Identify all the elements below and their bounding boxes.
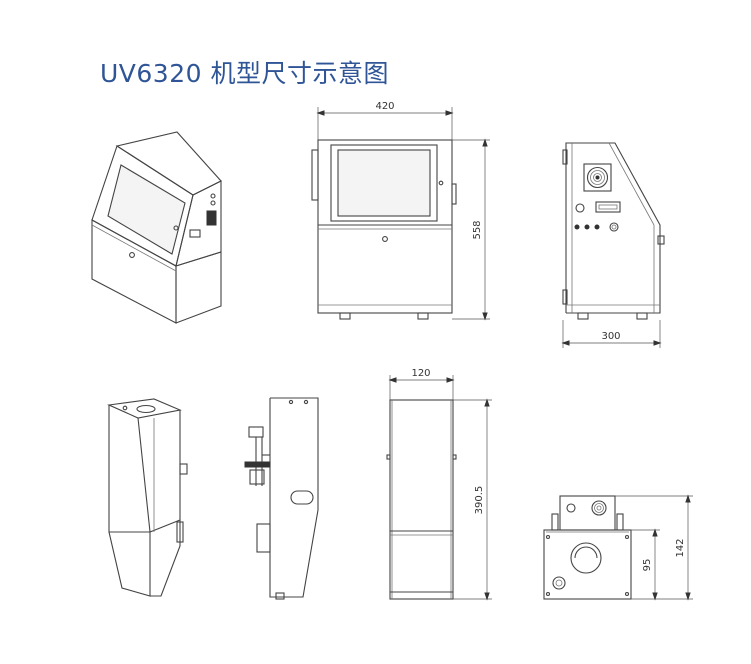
cabinet-isometric-view — [91, 131, 222, 324]
cabinet-side-view: 300 — [561, 142, 665, 348]
page-title: UV6320 机型尺寸示意图 — [100, 59, 389, 88]
fan-icon — [595, 175, 600, 180]
cabinet-front-view: 420 558 — [311, 101, 490, 321]
dim-main-depth: 300 — [601, 331, 620, 342]
printhead-isometric-view — [107, 398, 188, 597]
connector-icon — [206, 210, 217, 226]
dim-main-width: 420 — [375, 101, 394, 112]
touch-screen-front — [337, 149, 431, 217]
dim-head-width: 120 — [411, 368, 430, 379]
printhead-side-view — [244, 397, 319, 600]
printhead-front-view: 120 390.5 — [386, 368, 492, 601]
touch-screen-iso — [107, 164, 186, 255]
dim-head-face-inner: 95 — [642, 559, 653, 572]
dim-head-length: 390.5 — [474, 486, 485, 515]
dim-head-face-outer: 142 — [675, 538, 686, 557]
dim-main-height: 558 — [472, 220, 483, 239]
printhead-face-view: 95 142 — [543, 494, 693, 601]
